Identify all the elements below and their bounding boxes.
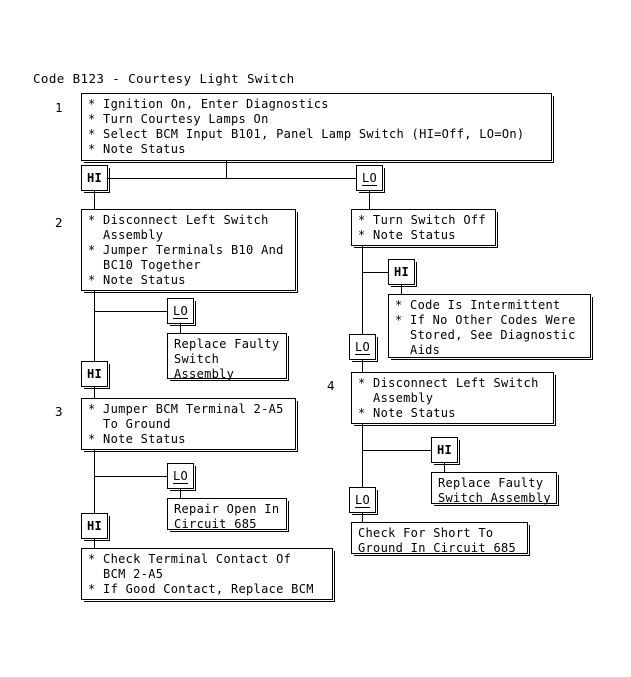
tag-hi-step2: HI	[81, 361, 110, 389]
connector-hi1-to-step2	[94, 191, 95, 209]
connector-step4-trunk	[362, 424, 363, 501]
connector-lo3-to-repair	[180, 489, 181, 498]
tag-lo-step1: LO	[356, 165, 385, 193]
tag-lo-step2-label: LO	[172, 304, 189, 319]
connector-step2-bus-lo	[94, 311, 168, 312]
tag-lo-step4-label: LO	[354, 493, 371, 508]
tag-hi-step2-label: HI	[86, 367, 103, 381]
turn-switch-off-box: * Turn Switch Off * Note Status	[351, 209, 498, 248]
connector-turn-switch-off-trunk	[362, 246, 363, 356]
tag-lo-step2: LO	[167, 298, 196, 326]
connector-lo2-to-replace	[180, 324, 181, 333]
connector-lo4-to-check-short	[362, 513, 363, 522]
step-1-box: * Ignition On, Enter Diagnostics * Turn …	[81, 93, 554, 163]
connector-hi4-to-replace	[444, 463, 445, 472]
tag-lo-step3-label: LO	[172, 469, 189, 484]
tag-lo-step1-label: LO	[361, 171, 378, 186]
tag-hi-right-1: HI	[388, 259, 417, 287]
tag-lo-right-1-label: LO	[354, 340, 371, 355]
tag-hi-step1-label: HI	[86, 171, 103, 185]
tag-hi-step4-label: HI	[436, 443, 453, 457]
step-3-box: * Jumper BCM Terminal 2-A5 To Ground * N…	[81, 398, 298, 452]
tag-hi-step1: HI	[81, 165, 110, 193]
page-title: Code B123 - Courtesy Light Switch	[33, 71, 295, 86]
connector-step3-trunk	[94, 450, 95, 527]
connector-step1-bus	[108, 178, 357, 179]
tag-lo-step3: LO	[167, 463, 196, 491]
connector-step1-down	[226, 161, 227, 178]
connector-hi-right1-to-intermittent	[401, 285, 402, 294]
connector-lo-right1-to-step4	[362, 360, 363, 372]
connector-hi2-to-step3	[94, 387, 95, 399]
connector-step2-trunk	[94, 291, 95, 368]
connector-step3-bus-lo	[94, 476, 168, 477]
tag-hi-right-1-label: HI	[393, 265, 410, 279]
check-terminal-contact-box: * Check Terminal Contact Of BCM 2-A5 * I…	[81, 548, 335, 602]
connector-hi3-to-check-terminal	[94, 539, 95, 548]
tag-hi-step4: HI	[431, 437, 460, 465]
tag-hi-step3: HI	[81, 513, 110, 541]
tag-hi-step3-label: HI	[86, 519, 103, 533]
repair-open-circuit-685-box: Repair Open In Circuit 685	[167, 498, 289, 532]
check-short-to-ground-box: Check For Short To Ground In Circuit 685	[351, 522, 530, 556]
step-number-2: 2	[55, 215, 63, 230]
step-2-box: * Disconnect Left Switch Assembly * Jump…	[81, 209, 298, 293]
tag-lo-right-1: LO	[349, 334, 378, 362]
replace-faulty-switch-assembly-right-box: Replace Faulty Switch Assembly	[431, 472, 559, 506]
code-intermittent-box: * Code Is Intermittent * If No Other Cod…	[388, 294, 593, 360]
step-number-3: 3	[55, 404, 63, 419]
connector-lo1-to-turn-switch-off	[369, 191, 370, 209]
connector-right-bus-hi	[362, 272, 389, 273]
connector-step4-bus-hi	[362, 450, 432, 451]
tag-lo-step4: LO	[349, 487, 378, 515]
step-4-box: * Disconnect Left Switch Assembly * Note…	[351, 372, 556, 426]
replace-faulty-switch-assembly-left-box: Replace Faulty Switch Assembly	[167, 333, 289, 381]
step-number-4: 4	[327, 378, 335, 393]
step-number-1: 1	[55, 100, 63, 115]
